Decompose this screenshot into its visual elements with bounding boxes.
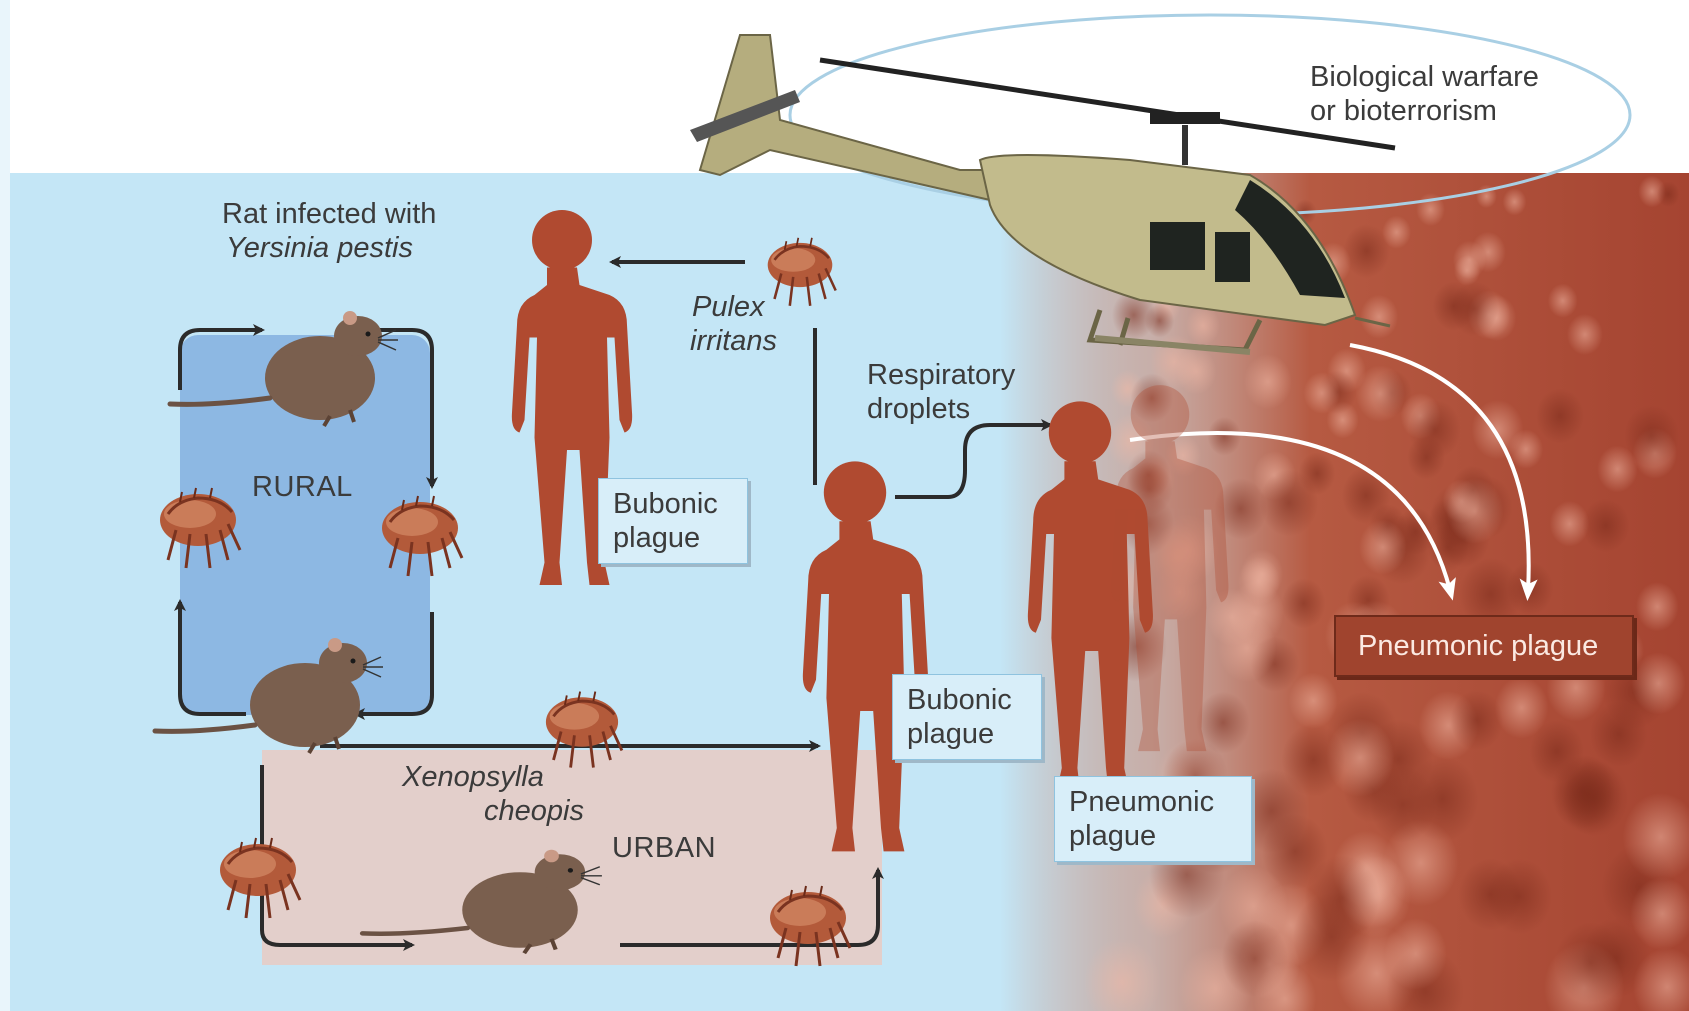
xenopsylla-label: Xenopsylla cheopis (402, 760, 584, 828)
crowd-head (1244, 354, 1292, 409)
pulex-irritans-label: Pulex irritans (690, 290, 777, 358)
rural-label: RURAL (252, 470, 353, 504)
crowd-head (1554, 756, 1622, 835)
crowd-head (1282, 724, 1345, 797)
bubonic1-line1: Bubonic (613, 487, 733, 521)
crowd-head (1450, 690, 1503, 750)
respiratory-line2: droplets (867, 392, 1015, 426)
crowd-head (1304, 372, 1341, 414)
crowd-head (1636, 582, 1679, 631)
crowd-head (1289, 673, 1338, 729)
crowd-head (1503, 188, 1527, 215)
bubonic1-line2: plague (613, 521, 733, 555)
crowd-head (1282, 578, 1326, 628)
pneumonic-plague-box-main: Pneumonic plague (1334, 615, 1634, 677)
crowd-head (1359, 520, 1407, 575)
crowd-head (1260, 469, 1318, 536)
pulex-line1: Pulex (692, 290, 777, 324)
pneumonic-small-line1: Pneumonic (1069, 785, 1237, 819)
pulex-line2: irritans (690, 324, 777, 358)
crowd-head (1446, 478, 1503, 544)
crowd-head (1567, 314, 1603, 355)
crowd-head (1582, 499, 1629, 553)
crowd-head (1408, 399, 1460, 459)
rat-infected-line2: Yersinia pestis (226, 231, 436, 265)
crowd-head (1360, 295, 1398, 339)
bubonic2-line2: plague (907, 717, 1027, 751)
biowar-line1: Biological warfare (1310, 60, 1539, 94)
crowd-head (1238, 557, 1280, 606)
crowd-head (1487, 859, 1553, 935)
crowd-head (1548, 284, 1578, 318)
respiratory-line1: Respiratory (867, 358, 1015, 392)
bubonic-plague-box-1: Bubonic plague (598, 478, 748, 564)
xeno-line1: Xenopsylla (402, 760, 584, 794)
crowd-head (1343, 224, 1390, 278)
biowar-line2: or bioterrorism (1310, 94, 1539, 128)
crowd-head (1186, 306, 1220, 345)
crowd-head (1555, 922, 1625, 1003)
crowd-head (1536, 389, 1584, 444)
pneumonic-small-line2: plague (1069, 819, 1237, 853)
crowd-head (1405, 757, 1479, 842)
crowd-head (1145, 304, 1174, 338)
crowd-head (1342, 467, 1391, 523)
biowarfare-label: Biological warfare or bioterrorism (1310, 60, 1539, 128)
rat-infected-line1: Rat infected with (222, 197, 436, 231)
crowd-head (1208, 417, 1242, 456)
respiratory-droplets-label: Respiratory droplets (867, 358, 1015, 426)
bubonic2-line1: Bubonic (907, 683, 1027, 717)
crowd-head (1632, 652, 1686, 714)
pneumonic-plague-box-small: Pneumonic plague (1054, 776, 1252, 862)
bubonic-plague-box-2: Bubonic plague (892, 674, 1042, 760)
urban-label: URBAN (612, 831, 716, 865)
crowd-head (1218, 614, 1277, 682)
crowd-head (1356, 365, 1405, 422)
crowd-head (1590, 701, 1647, 767)
crowd-head (1305, 855, 1380, 941)
rat-infected-label: Rat infected with Yersinia pestis (222, 197, 436, 265)
crowd-head (1450, 281, 1498, 336)
crowd-head (1385, 918, 1447, 990)
crowd-head (1625, 405, 1679, 467)
xeno-line2: cheopis (484, 794, 584, 828)
crowd-head (1657, 181, 1680, 207)
